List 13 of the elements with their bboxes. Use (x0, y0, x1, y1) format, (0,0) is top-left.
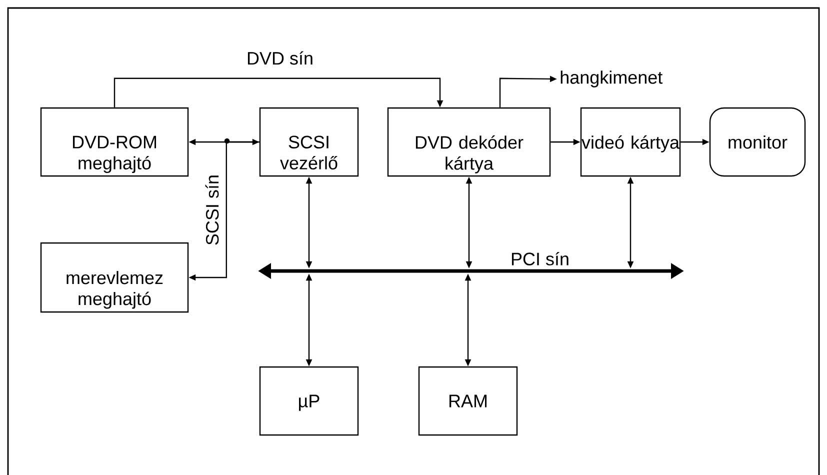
connector (114, 78, 444, 108)
node-label: PCI sín (512, 252, 568, 266)
block-box: videó kártya (580, 107, 681, 177)
block-box: merevlemez meghajtó (40, 242, 189, 313)
block-box: DVD-ROM meghajtó (40, 107, 189, 177)
edge-label: DVD sín (246, 50, 314, 66)
block-box: µP (259, 366, 359, 436)
output-label: hangkimenet (560, 70, 663, 88)
block-box: DVD dekóder kártya (387, 107, 551, 177)
block-box: SCSI vezérlő (259, 107, 359, 177)
block-box: RAM (418, 366, 518, 436)
edge-label: SCSI sín (204, 174, 220, 247)
terminal-box: monitor (709, 107, 806, 177)
